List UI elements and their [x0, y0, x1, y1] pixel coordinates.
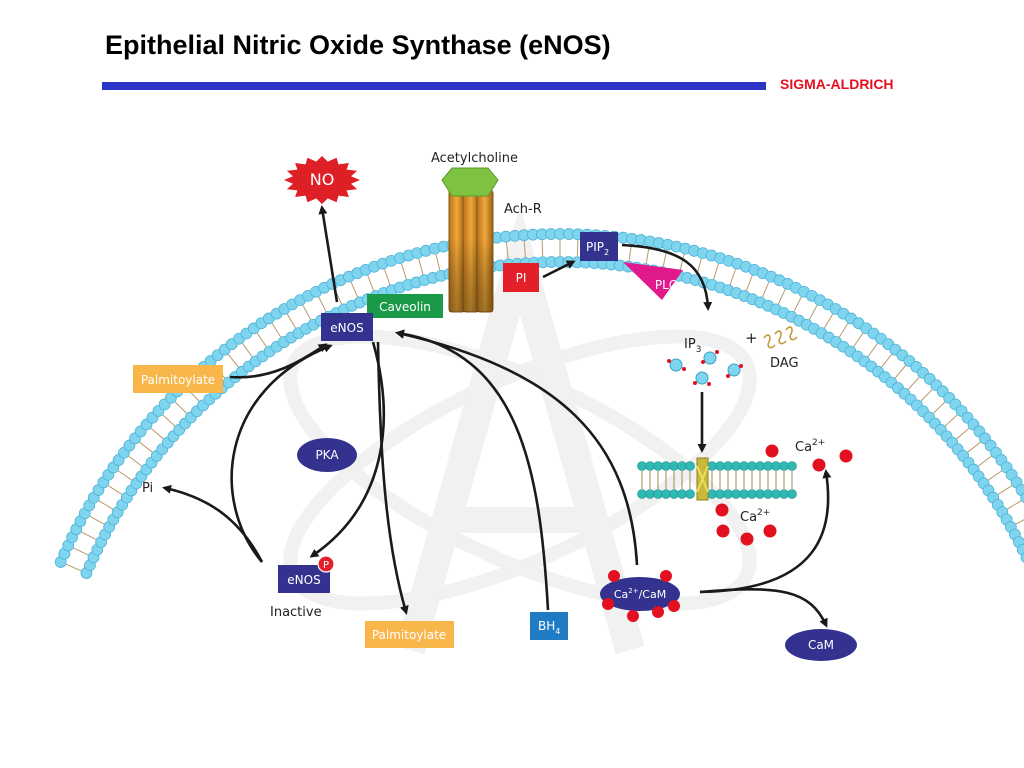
- palmitoylate-top-label: Palmitoylate: [141, 373, 215, 387]
- palmitoylate-top-box: [133, 365, 223, 393]
- pip2-box: [580, 232, 618, 261]
- calcium-ions: [715, 444, 853, 546]
- plus-sign: +: [745, 329, 758, 347]
- bh4-label: BH4: [538, 619, 560, 636]
- plc-shape: [623, 262, 683, 300]
- arrow-enos-to-palmitoylate: [376, 341, 409, 615]
- ca-mid-label: Ca2+: [740, 508, 770, 525]
- ach-r-label: Ach-R: [504, 202, 542, 217]
- ca-cam-complex: [600, 570, 680, 622]
- plc-label: PLC: [655, 278, 677, 292]
- arrow-cacam-to-ca: [699, 469, 832, 594]
- pka-label: PKA: [315, 448, 339, 462]
- arrow-inactive-to-pi: [162, 484, 264, 563]
- pi-product-label: Pi: [142, 481, 153, 496]
- ca-cam-label: Ca2+/CaM: [614, 587, 666, 601]
- arrow-cacam-to-enos: [395, 329, 639, 566]
- pip2-label: PIP2: [586, 240, 609, 257]
- arrow-pip2-to-ip3: [621, 243, 713, 311]
- arrow-pi-to-pip2: [542, 260, 576, 279]
- inactive-label: Inactive: [270, 605, 322, 620]
- enos-active-box: [321, 313, 373, 341]
- arrow-bh4-to-enos: [395, 329, 550, 611]
- pka-ellipse: [297, 438, 357, 472]
- acetylcholine-ligand: [441, 167, 499, 197]
- title-rule: [102, 82, 766, 90]
- acetylcholine-label: Acetylcholine: [431, 151, 518, 166]
- nitric-oxide-burst: [284, 156, 360, 204]
- arrow-enos-to-inactive: [309, 341, 385, 558]
- caveolin-box: [367, 294, 443, 318]
- phosphate-badge: [317, 555, 335, 573]
- cam-ellipse: [785, 629, 857, 661]
- palmitoylate-bottom-box: [365, 621, 454, 648]
- no-label: NO: [310, 170, 335, 189]
- acetylcholine-receptor: [448, 189, 494, 313]
- palmitoylate-bottom-label: Palmitoylate: [372, 628, 446, 642]
- pi-box-label: PI: [516, 271, 527, 285]
- bh4-box: [530, 612, 568, 640]
- pathway-arrows: [162, 205, 832, 628]
- ca-top-label: Ca2+: [795, 438, 825, 455]
- cam-label: CaM: [808, 638, 834, 652]
- phosphate-label: P: [323, 560, 329, 571]
- enos-inactive-label: eNOS: [287, 573, 320, 587]
- ip3-molecules: [667, 350, 743, 386]
- channel-pore: [696, 457, 709, 501]
- er-calcium-channel: [637, 461, 797, 499]
- dag-molecule: [763, 326, 798, 349]
- arrow-enos-to-no: [318, 205, 339, 303]
- brand-label: SIGMA-ALDRICH: [780, 76, 894, 92]
- dag-label: DAG: [770, 356, 799, 371]
- ip3-label: IP3: [684, 337, 701, 355]
- caveolin-label: Caveolin: [379, 300, 431, 314]
- slide-title: Epithelial Nitric Oxide Synthase (eNOS): [105, 30, 611, 60]
- pi-box: [503, 263, 539, 292]
- enos-active-label: eNOS: [330, 321, 363, 335]
